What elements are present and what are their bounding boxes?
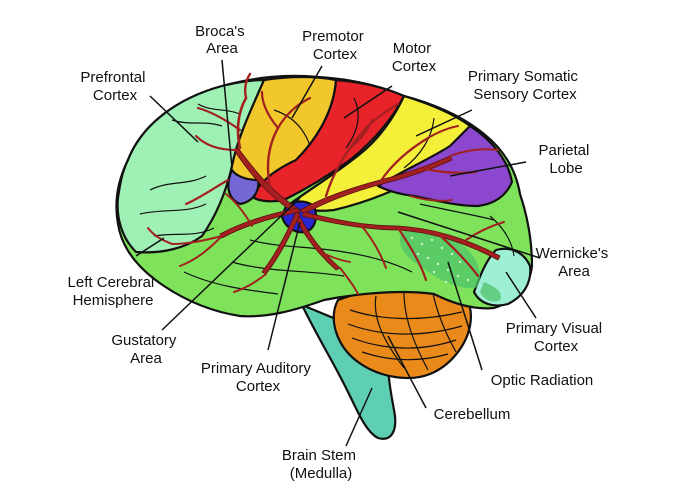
leader-premotor <box>291 65 323 119</box>
label-motor-cortex: Motor Cortex <box>392 40 437 75</box>
leader-gustatory <box>161 197 301 331</box>
label-brain-stem: Brain Stem (Medulla) <box>282 447 360 482</box>
gyri-lines <box>139 97 515 295</box>
leader-brainstem <box>345 387 373 447</box>
label-premotor-cortex: Premotor Cortex <box>302 28 368 63</box>
leader-brocas <box>221 59 233 169</box>
blood-vessels <box>147 72 505 295</box>
label-primary-visual-cortex: Primary Visual Cortex <box>506 320 607 355</box>
leader-left-hemisphere <box>135 237 165 257</box>
label-optic-radiation: Optic Radiation <box>491 372 594 389</box>
label-brocas-area: Broca's Area <box>195 23 249 57</box>
label-wernickes-area: Wernicke's Area <box>536 245 613 280</box>
label-left-cerebral-hemisphere: Left Cerebral Hemisphere <box>68 274 159 309</box>
label-primary-auditory-cortex: Primary Auditory Cortex <box>201 360 315 395</box>
label-cerebellum: Cerebellum <box>434 406 511 423</box>
wernickes-area-region <box>400 229 501 302</box>
leader-parietal <box>449 161 527 177</box>
leader-cerebellum <box>387 335 427 409</box>
cerebellum-folia <box>347 287 463 371</box>
label-prefrontal-cortex: Prefrontal Cortex <box>80 69 149 104</box>
leader-motor <box>343 85 393 119</box>
gustatory-area-region <box>227 168 260 206</box>
label-parietal-lobe: Parietal Lobe <box>538 142 593 177</box>
leader-auditory <box>267 221 301 351</box>
leader-prefrontal <box>149 95 199 143</box>
leader-optic <box>447 261 483 371</box>
leader-lines <box>135 59 541 447</box>
label-primary-somatic-sensory-cortex: Primary Somatic Sensory Cortex <box>468 68 582 103</box>
leader-visual <box>505 271 537 319</box>
label-gustatory-area: Gustatory Area <box>111 332 180 367</box>
leader-somatic <box>415 109 473 137</box>
leader-wernicke <box>397 211 541 259</box>
